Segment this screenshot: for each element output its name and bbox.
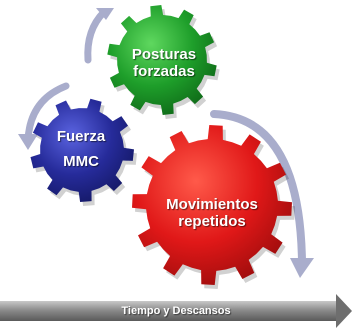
gear-movimientos xyxy=(132,125,295,289)
cycle-arrow-top xyxy=(84,8,108,64)
cycle-arrow-left-head xyxy=(18,134,38,150)
label-posturas-forzadas: Posturas forzadas xyxy=(104,46,224,81)
cycle-arrow-left xyxy=(24,82,70,144)
movimientos-line2: repetidos xyxy=(178,213,246,231)
fuerza-line1: Fuerza xyxy=(56,128,106,145)
posturas-line1: Posturas xyxy=(131,46,197,63)
gear-posturas xyxy=(107,5,220,119)
cycle-arrow-top-head xyxy=(96,8,114,20)
cycle-arrow-right-head xyxy=(290,258,314,278)
movimientos-line1: Movimientos xyxy=(166,196,258,213)
gear-fuerza xyxy=(30,98,137,206)
label-movimientos-repetidos: Movimientos repetidos xyxy=(150,196,274,231)
posturas-line2: forzadas xyxy=(133,63,195,81)
cycle-arrow-right xyxy=(210,110,306,266)
timeline-arrow xyxy=(0,294,352,328)
timeline-label: Tiempo y Descansos xyxy=(121,305,231,317)
label-fuerza-mmc: Fuerza MMC xyxy=(38,128,124,171)
fuerza-line2: MMC xyxy=(63,153,99,171)
